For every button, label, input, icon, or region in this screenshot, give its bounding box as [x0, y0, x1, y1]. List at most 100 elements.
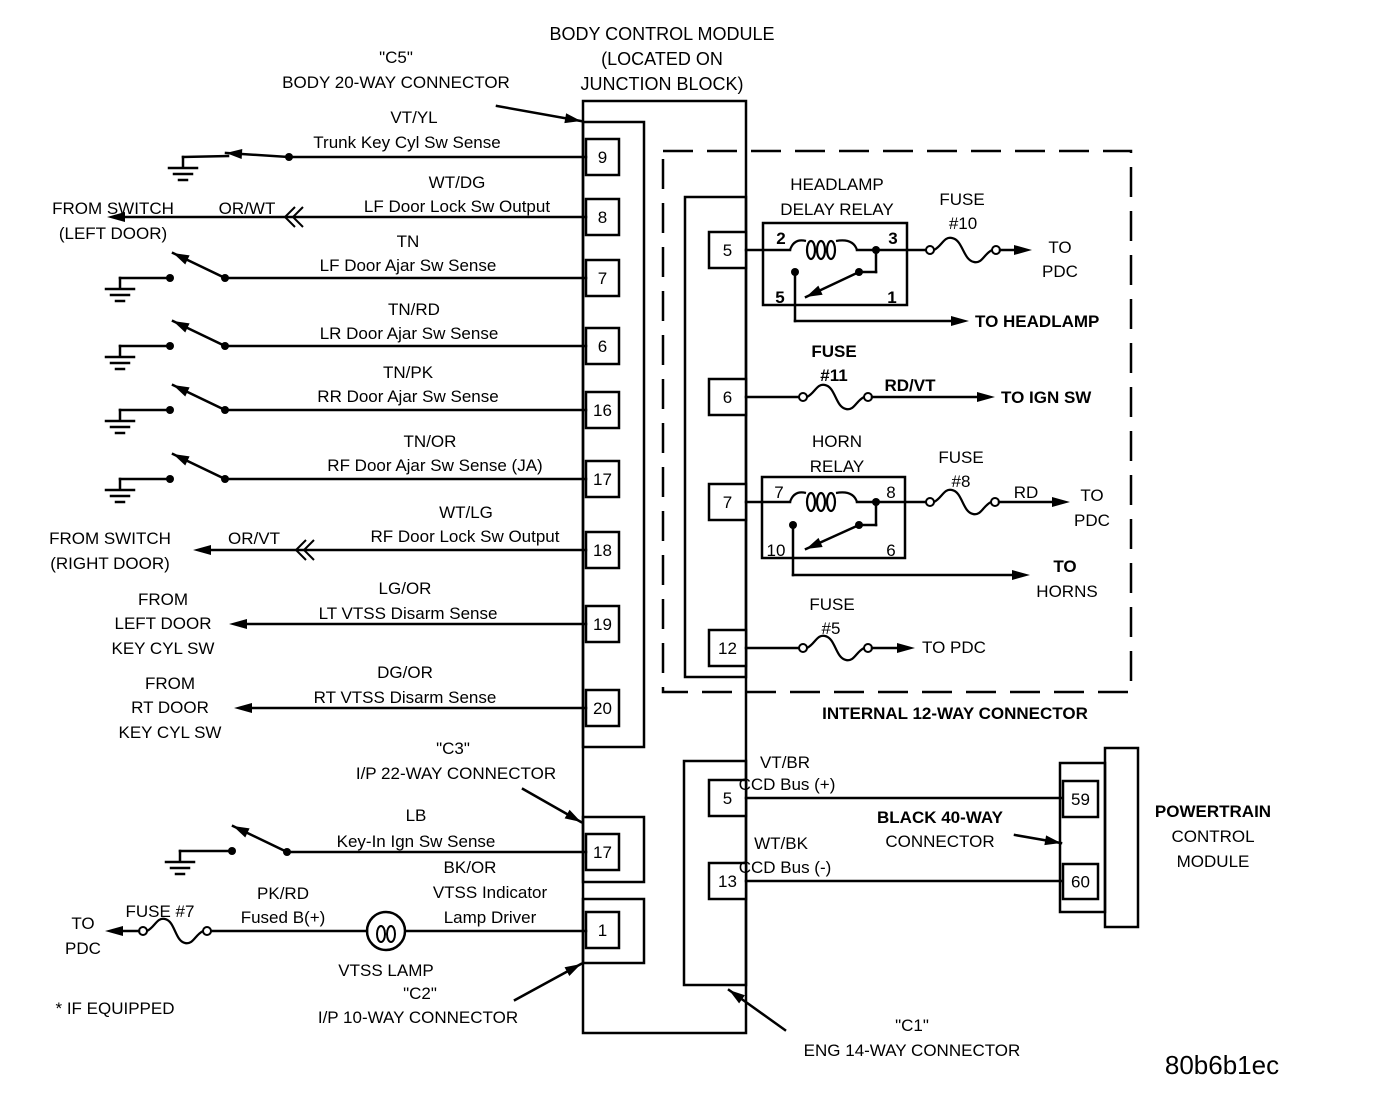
lamp-filament: [386, 925, 396, 943]
arrow-head-icon: [951, 316, 969, 326]
c5-pin: 9: [584, 137, 621, 177]
arrow-head-icon: [1044, 835, 1061, 846]
relay-body: [761, 221, 909, 307]
pin-number: 12: [718, 639, 737, 658]
circuit-function-label: Lamp Driver: [444, 908, 537, 927]
destination-label: TO: [71, 914, 94, 933]
wire-color-label: LB: [406, 806, 427, 825]
pin-cavity: [584, 604, 621, 644]
circuit-function-label: LT VTSS Disarm Sense: [319, 604, 498, 623]
circuit-function-label: LF Door Ajar Sw Sense: [320, 256, 497, 275]
fuse-element: [806, 634, 865, 662]
pin-cavity: [707, 482, 748, 522]
door-ajar-switch-icon: [171, 452, 227, 481]
destination-label: FROM SWITCH: [49, 529, 171, 548]
connector-id: "C3": [436, 739, 470, 758]
circuit-function-label: RF Door Lock Sw Output: [371, 527, 560, 546]
wire-color-label: TN: [397, 232, 420, 251]
wire-color-label: TN/RD: [388, 300, 440, 319]
c5-connector-body: [581, 120, 646, 749]
destination-label: TO: [1080, 486, 1103, 505]
pin-cavity: [584, 832, 621, 872]
pin-number: 17: [593, 470, 612, 489]
relay-pin-number: 5: [775, 288, 784, 307]
destination-label: LEFT DOOR: [115, 614, 212, 633]
relay-switch-contact-icon: [804, 270, 861, 299]
pcm-name: CONTROL: [1171, 827, 1254, 846]
coil-lead: [835, 239, 859, 251]
wire-color-label: RD/VT: [885, 376, 937, 395]
destination-label: TO HEADLAMP: [975, 312, 1099, 331]
fuse-label: #11: [820, 366, 847, 385]
coil-loop: [825, 491, 837, 513]
lamp-label: VTSS LAMP: [338, 961, 433, 980]
pin-cavity: [707, 861, 748, 901]
arrow-head-icon: [1012, 570, 1030, 580]
pin-cavity: [1061, 862, 1100, 901]
connector-id: "C5": [379, 48, 413, 67]
fuse-label: #5: [822, 619, 841, 638]
door-ajar-switch-icon: [171, 383, 227, 412]
c3-pointer-arrow: [521, 787, 583, 824]
relay-pin-number: 2: [776, 229, 785, 248]
relay-coil-icon: [788, 239, 859, 261]
destination-label: (RIGHT DOOR): [50, 554, 170, 573]
destination-label: PDC: [65, 939, 101, 958]
footnote: * IF EQUIPPED: [55, 999, 174, 1018]
c2-connector: "C2"I/P 10-WAY CONNECTOR: [318, 962, 583, 1027]
fuse-element: [806, 383, 865, 411]
wire-color-label: VT/BR: [760, 753, 810, 772]
wire-color-label: RD: [1014, 483, 1039, 502]
destination-label: HORNS: [1036, 582, 1097, 601]
pcm-pin: 60: [1061, 862, 1100, 901]
coil-loop: [805, 239, 817, 261]
relay-label: DELAY RELAY: [780, 200, 893, 219]
destination-label: TO IGN SW: [1001, 388, 1092, 407]
pin-cavity: [1061, 779, 1100, 819]
destination-label: PDC: [1074, 511, 1110, 530]
vtss-lamp-icon: [365, 910, 407, 952]
pin-cavity: [584, 910, 621, 950]
key-in-switch-icon: [231, 824, 289, 854]
wire-color-label: DG/OR: [377, 663, 433, 682]
arrow-head-icon: [806, 285, 823, 297]
pin-cavity: [584, 459, 621, 499]
arrow-head-icon: [1052, 497, 1070, 507]
circuit-function-label: RR Door Ajar Sw Sense: [317, 387, 498, 406]
arrow-head-icon: [229, 619, 247, 629]
pin-cavity: [707, 628, 748, 668]
figure-id: 80b6b1ec: [1165, 1050, 1279, 1080]
fuse-terminal: [202, 926, 212, 936]
connector-name: BODY 20-WAY CONNECTOR: [282, 73, 510, 92]
relay-label: HEADLAMP: [790, 175, 884, 194]
c5-pin: 8: [584, 197, 621, 237]
wire-color-label: BK/OR: [444, 858, 497, 877]
destination-label: (LEFT DOOR): [59, 224, 167, 243]
arrow-head-icon: [806, 537, 823, 549]
pcm-housing: [1103, 746, 1140, 929]
pin-number: 20: [593, 699, 612, 718]
fuse-terminal: [798, 643, 808, 653]
arrow-head-icon: [107, 212, 125, 222]
c1-connector: "C1"ENG 14-WAY CONNECTOR: [727, 988, 1020, 1060]
coil-lead: [788, 239, 807, 251]
pin-cavity: [707, 377, 748, 417]
circuit-function-label: LR Door Ajar Sw Sense: [320, 324, 499, 343]
arrow-head-icon: [234, 703, 252, 713]
fuse-label: FUSE: [938, 448, 983, 467]
pcm-connector-name: CONNECTOR: [885, 832, 994, 851]
arrow-head-icon: [105, 926, 123, 936]
fuse-icon: [798, 634, 873, 662]
fuse-element: [933, 488, 992, 516]
wire: [181, 154, 230, 159]
pin-cavity: [584, 688, 621, 728]
c2-pointer-arrow: [513, 962, 583, 1002]
pin-number: 5: [723, 789, 732, 808]
relay-pin-number: 1: [887, 288, 896, 307]
